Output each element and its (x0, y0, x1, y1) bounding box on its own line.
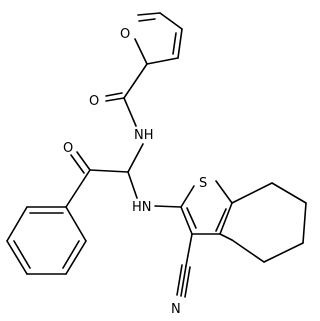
amine-link (154, 205, 182, 208)
ketone-oxygen-label: O (63, 141, 73, 156)
cyclohexene-ring (219, 182, 307, 263)
amide-group (105, 63, 148, 173)
amine-nh-label: HN (132, 200, 152, 215)
nitrile-nitrogen-label: N (171, 302, 181, 317)
nitrile-group (176, 233, 193, 298)
furan-oxygen-label: O (120, 27, 130, 42)
furan-ring (134, 12, 183, 65)
thiophene-ring (180, 180, 233, 235)
ketone-branch (65, 151, 138, 208)
amide-oxygen-label: O (89, 94, 99, 109)
thiophene-sulfur-label: S (199, 176, 207, 191)
amide-nh-label: NH (134, 128, 154, 143)
phenyl-ring (6, 206, 87, 275)
